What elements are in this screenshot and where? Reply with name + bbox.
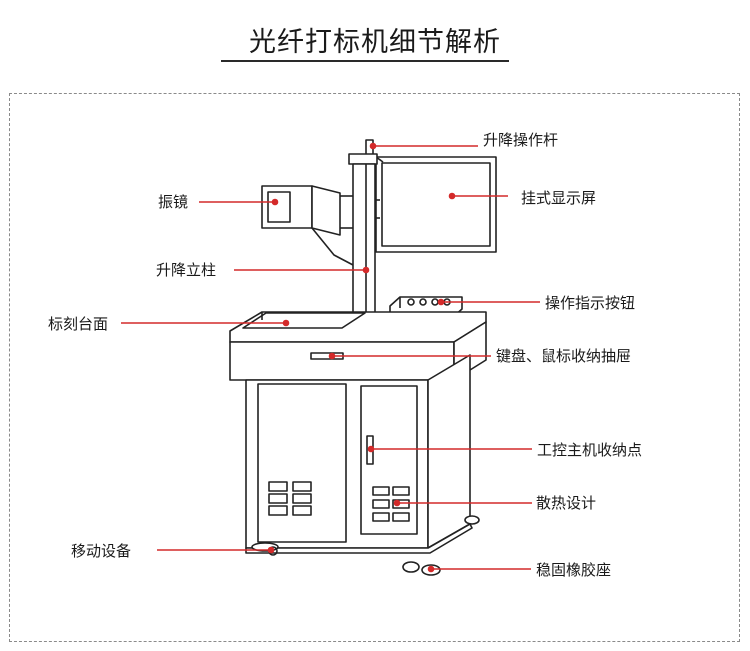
column-drawing [348,139,380,315]
label-monitor: 挂式显示屏 [521,189,597,207]
monitor-drawing [375,156,497,253]
title-underline [221,60,509,62]
diagram-frame [9,93,740,642]
drawer-drawing [229,321,487,381]
label-galvo: 振镜 [158,193,189,211]
label-buttons: 操作指示按钮 [545,294,636,312]
label-lift-column: 升降立柱 [156,261,217,279]
label-caster: 移动设备 [71,542,132,560]
label-lift-lever: 升降操作杆 [483,131,559,149]
pointer-lines [121,142,540,573]
galvo-drawing [261,185,354,266]
label-ipc: 工控主机收纳点 [537,441,643,459]
label-cooling: 散热设计 [536,494,597,512]
label-foot: 稳固橡胶座 [536,561,612,579]
cabinet-drawing [245,354,473,554]
table-drawing [229,311,487,343]
label-drawer: 键盘、鼠标收纳抽屉 [496,347,632,365]
page-title: 光纤打标机细节解析 [249,27,501,58]
label-table: 标刻台面 [48,315,109,333]
